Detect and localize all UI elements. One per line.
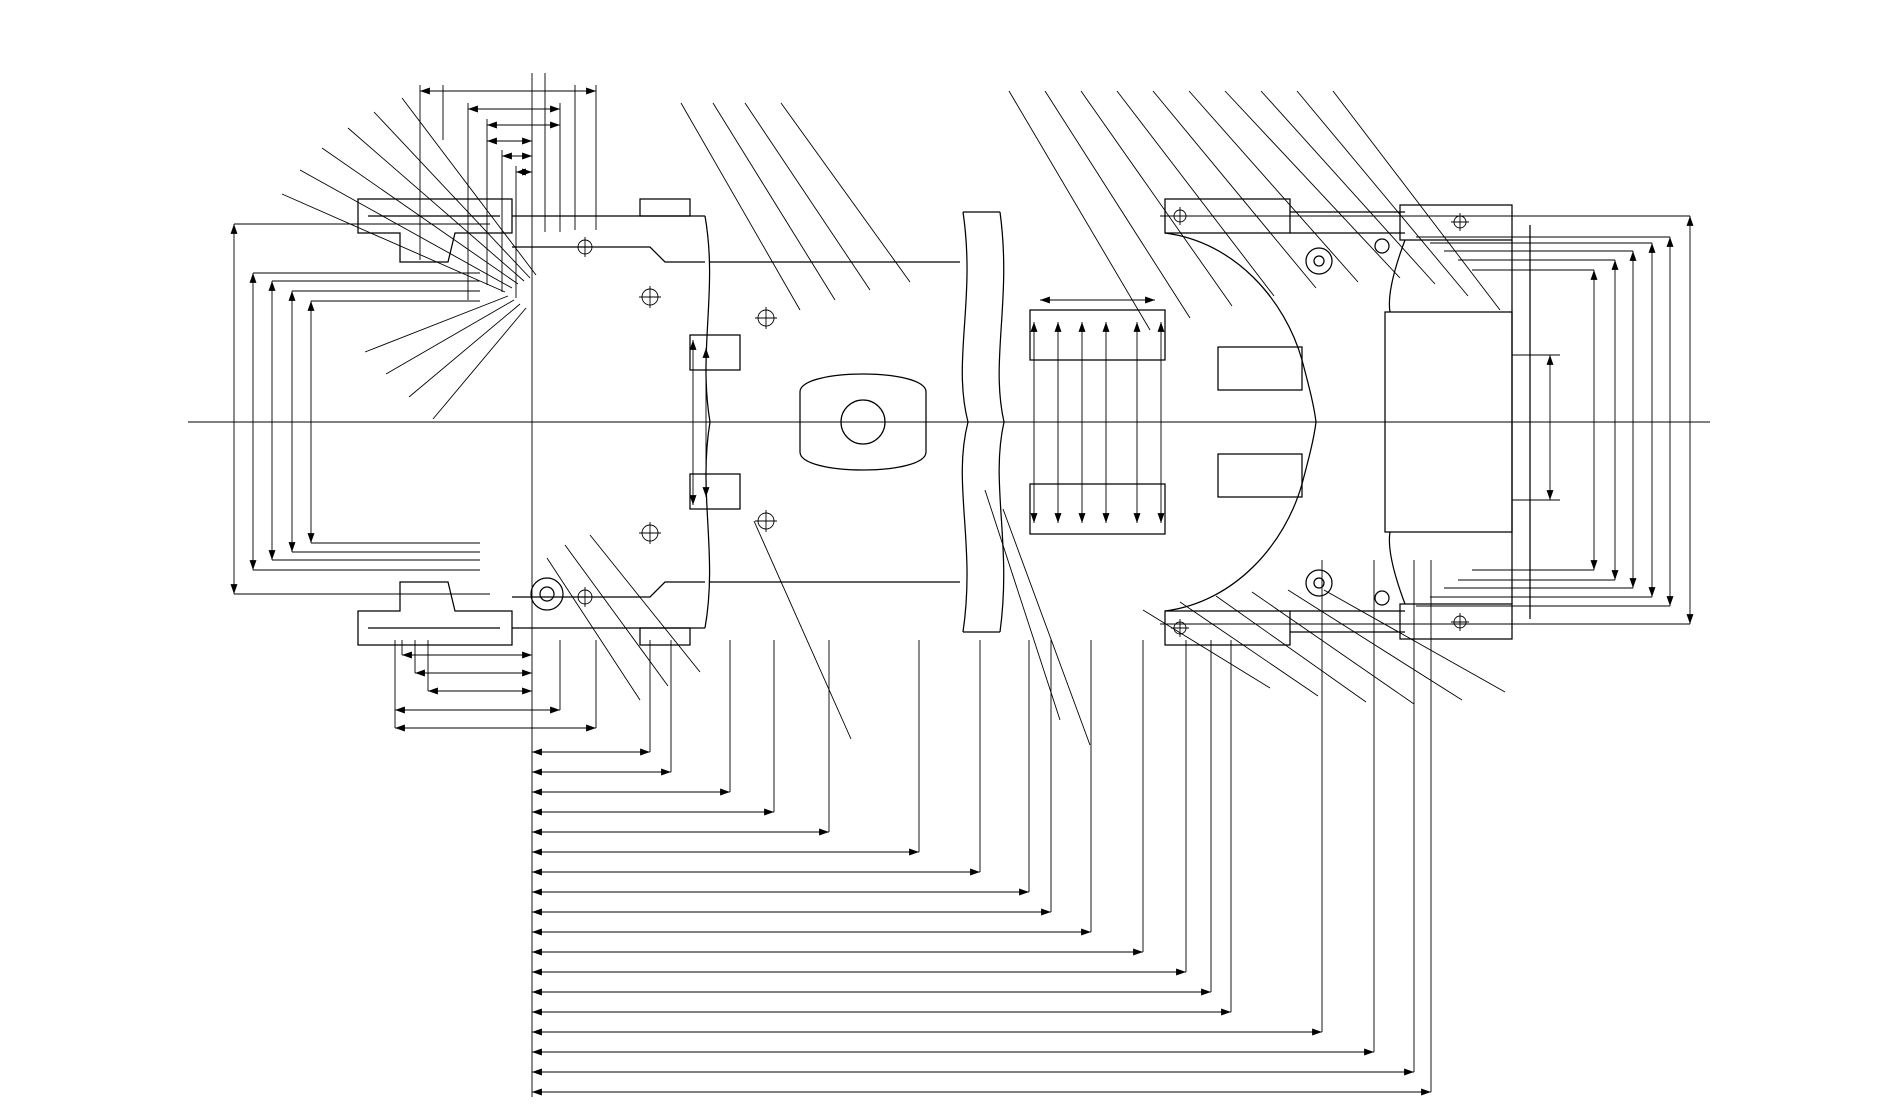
extension-or-leader-line	[1188, 90, 1359, 283]
extension-or-leader-line	[753, 520, 852, 740]
body-circle-feature	[1305, 247, 1333, 275]
body-circle-feature	[840, 399, 886, 445]
body-outline-path	[704, 421, 711, 629]
body-outline-path	[998, 211, 1005, 423]
body-outline-path	[1164, 232, 1317, 423]
extension-or-leader-line	[680, 102, 801, 311]
extension-or-leader-line	[546, 557, 641, 701]
extension-or-leader-line	[1142, 609, 1271, 689]
extension-or-leader-line	[432, 307, 527, 420]
extension-or-leader-line	[1260, 90, 1436, 285]
body-outline-path	[357, 198, 513, 263]
extension-or-leader-line	[712, 102, 836, 301]
body-outline-path	[799, 422, 927, 471]
extension-or-leader-line	[1008, 90, 1151, 331]
body-outline-path	[1388, 239, 1406, 313]
extension-or-leader-line	[1287, 589, 1463, 701]
extension-or-leader-line	[1179, 601, 1319, 697]
extension-or-leader-line	[1152, 90, 1317, 289]
body-outline-path	[799, 373, 927, 422]
extension-or-leader-line	[385, 299, 515, 375]
body-outline-path	[1029, 483, 1166, 535]
body-outline-path	[704, 215, 711, 423]
extension-or-leader-line	[408, 303, 521, 398]
extension-or-leader-line	[1224, 90, 1401, 279]
body-circle-feature	[530, 577, 564, 611]
extension-or-leader-line	[780, 102, 911, 283]
extension-or-leader-line	[1002, 508, 1091, 746]
body-circle-feature	[539, 586, 555, 602]
body-outline-path	[961, 421, 969, 633]
body-circle-feature	[1313, 577, 1325, 589]
body-circle-feature	[1305, 569, 1333, 597]
body-outline-path	[512, 246, 705, 263]
body-circle-feature	[1374, 590, 1390, 606]
body-outline-path	[689, 473, 741, 510]
extension-or-leader-line	[1296, 90, 1469, 297]
body-outline-path	[998, 421, 1005, 633]
body-outline-path	[1164, 421, 1317, 612]
body-outline-path	[1217, 453, 1303, 498]
extension-or-leader-line	[1080, 90, 1233, 307]
body-outline-path	[1399, 603, 1513, 640]
body-outline-path	[639, 627, 691, 646]
extension-or-leader-line	[347, 127, 525, 282]
extension-or-leader-line	[1332, 90, 1501, 311]
body-circle-feature	[1313, 255, 1325, 267]
extension-or-leader-line	[744, 102, 871, 291]
extension-or-leader-line	[1251, 591, 1415, 705]
body-circle-feature	[1374, 238, 1390, 254]
extension-or-leader-line	[401, 97, 537, 276]
extension-or-leader-line	[373, 111, 531, 279]
body-outline-path	[1388, 531, 1406, 605]
body-outline-path	[1029, 309, 1166, 361]
body-outline-path	[961, 211, 969, 423]
extension-or-leader-line	[364, 295, 509, 353]
extension-or-leader-line	[1323, 589, 1506, 693]
extension-or-leader-line	[984, 489, 1061, 721]
body-outline-path	[639, 198, 691, 217]
body-outline-path	[689, 334, 741, 371]
extension-or-leader-line	[1044, 90, 1191, 319]
extension-or-leader-line	[564, 544, 669, 687]
body-outline-path	[1217, 346, 1303, 391]
extension-or-leader-line	[1215, 595, 1367, 703]
body-outline-path	[357, 581, 513, 646]
generated-linework	[188, 73, 1710, 1097]
extension-or-leader-line	[1116, 90, 1275, 297]
extension-or-leader-line	[299, 169, 513, 289]
extension-or-leader-line	[281, 193, 506, 293]
extension-or-leader-line	[589, 534, 701, 673]
